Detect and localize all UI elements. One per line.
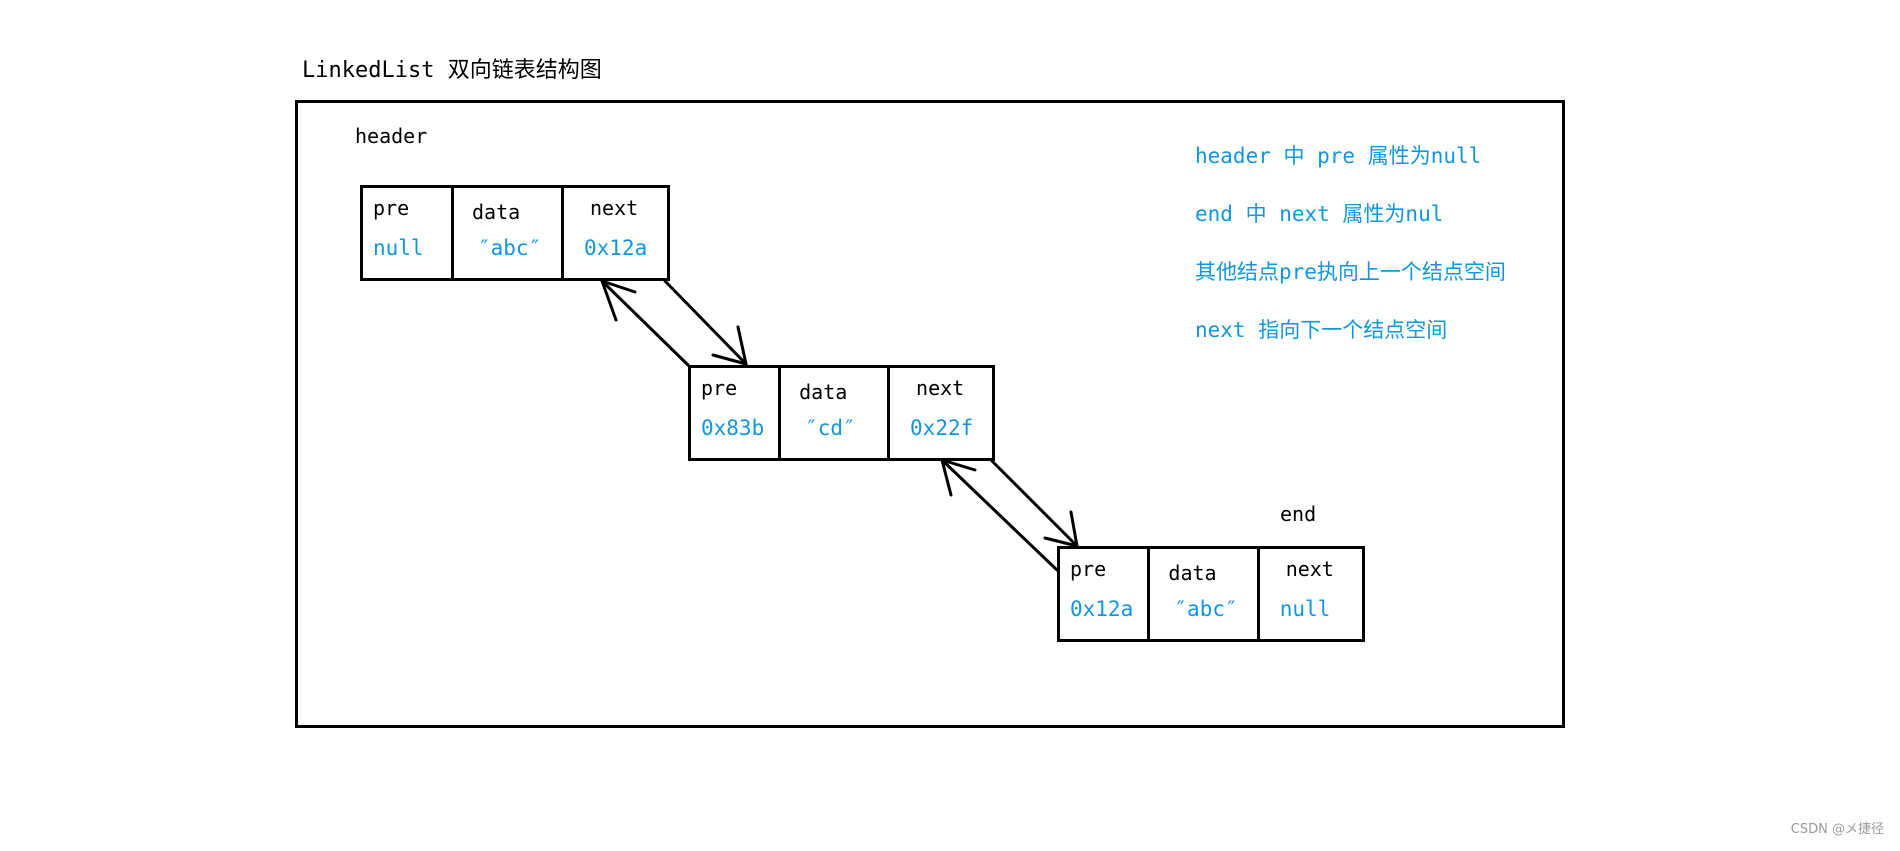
pre-cell: pre 0x12a — [1060, 549, 1147, 639]
pre-field-value: 0x12a — [1070, 597, 1134, 621]
data-field-label: data — [799, 380, 848, 404]
diagram-title: LinkedList 双向链表结构图 — [302, 58, 602, 83]
header-label: header — [355, 124, 428, 148]
pre-cell: pre 0x83b — [691, 368, 778, 458]
next-field-label: next — [590, 196, 639, 220]
next-field-value: null — [1279, 597, 1331, 621]
data-field-value: ″abc″ — [478, 236, 542, 260]
data-cell: data ″abc″ — [451, 188, 561, 278]
watermark: CSDN @メ捷径 — [1790, 822, 1884, 837]
node-header: pre null data ″abc″ next 0x12a — [360, 185, 670, 281]
next-cell: next null — [1256, 549, 1362, 639]
next-cell: next 0x12a — [561, 188, 667, 278]
data-cell: data ″cd″ — [778, 368, 887, 458]
diagram-frame — [295, 100, 1565, 728]
note-header-pre: header 中 pre 属性为null — [1195, 144, 1482, 168]
pre-field-label: pre — [1070, 557, 1107, 581]
next-field-value: 0x22f — [910, 416, 974, 440]
node-middle: pre 0x83b data ″cd″ next 0x22f — [688, 365, 995, 461]
data-field-value: ″cd″ — [805, 416, 856, 440]
note-next: next 指向下一个结点空间 — [1195, 318, 1448, 342]
pre-field-label: pre — [701, 376, 738, 400]
next-cell: next 0x22f — [887, 368, 992, 458]
pre-field-label: pre — [373, 196, 410, 220]
node-end: pre 0x12a data ″abc″ next null — [1057, 546, 1365, 642]
data-field-value: ″abc″ — [1174, 597, 1238, 621]
pre-cell: pre null — [363, 188, 451, 278]
end-label: end — [1280, 502, 1317, 526]
data-field-label: data — [1168, 561, 1217, 585]
notes-panel: header 中 pre 属性为null end 中 next 属性为nul 其… — [1195, 140, 1506, 372]
note-other-pre: 其他结点pre执向上一个结点空间 — [1195, 260, 1506, 284]
pre-field-value: 0x83b — [701, 416, 765, 440]
next-field-label: next — [1285, 557, 1334, 581]
data-cell: data ″abc″ — [1147, 549, 1256, 639]
note-end-next: end 中 next 属性为nul — [1195, 202, 1444, 226]
next-field-label: next — [916, 376, 965, 400]
data-field-label: data — [472, 200, 521, 224]
next-field-value: 0x12a — [584, 236, 648, 260]
pre-field-value: null — [373, 236, 424, 260]
